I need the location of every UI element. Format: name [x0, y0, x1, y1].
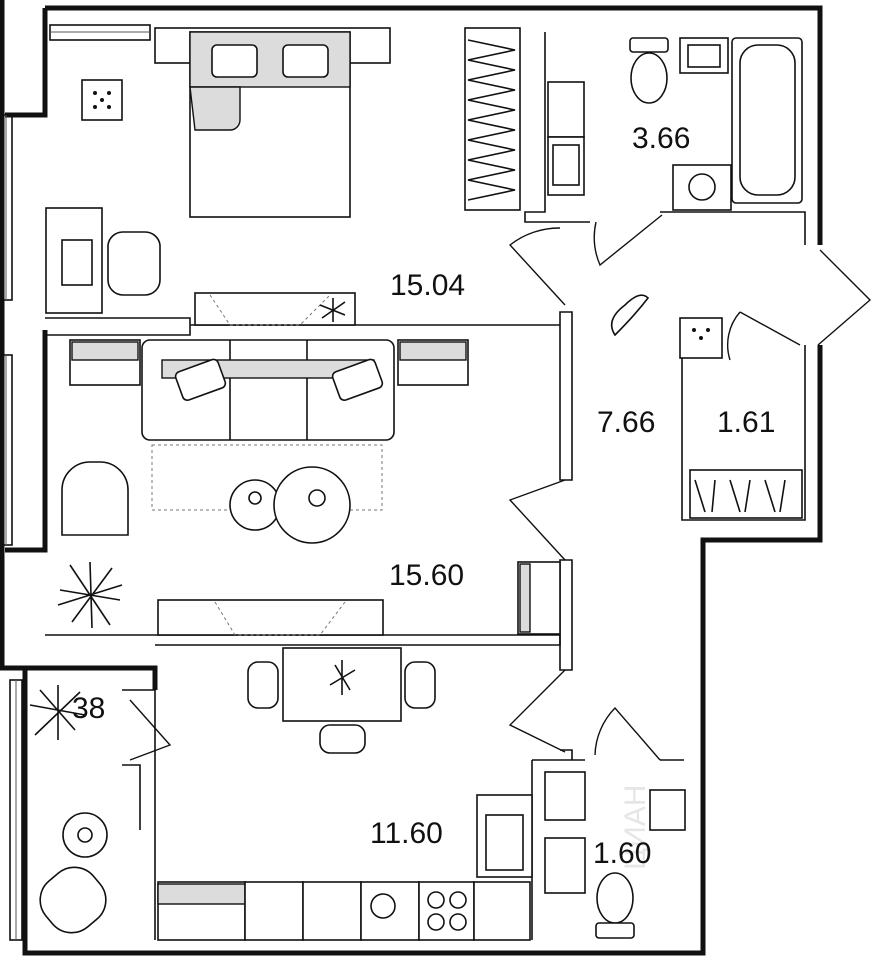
area-label-kitchen: 11.60	[370, 817, 443, 850]
area-label-balcony: 38	[72, 692, 105, 725]
pillow	[211, 44, 258, 78]
bedroom-furniture	[45, 24, 521, 326]
living-room-furniture	[57, 339, 561, 636]
washing-machine	[672, 164, 732, 211]
fridge	[244, 881, 304, 941]
round-table	[62, 812, 108, 858]
stove	[418, 881, 475, 941]
office-chair	[107, 231, 161, 296]
plant-icon	[29, 685, 86, 740]
room-labels: 15.04 3.66 7.66 1.61 15.60 38 11.60 1.60	[72, 122, 775, 870]
toilet-bowl	[630, 52, 668, 104]
plant-icon	[57, 561, 123, 629]
sink	[360, 881, 420, 941]
lounge-chair	[39, 866, 107, 934]
plant-icon	[329, 660, 356, 695]
dog-icon	[610, 294, 650, 337]
chair	[404, 661, 436, 709]
toilet-bowl	[596, 872, 634, 924]
kitchen-furniture	[157, 647, 533, 941]
area-label-hallway: 7.66	[597, 406, 655, 439]
area-label-toilet: 1.60	[593, 837, 651, 870]
coffee-table	[229, 479, 281, 531]
exterior-walls	[0, 0, 823, 956]
tv-unit	[157, 599, 384, 636]
pillow	[282, 44, 329, 78]
armchair	[61, 461, 129, 536]
doors	[129, 214, 872, 761]
storage-shelf	[689, 469, 803, 519]
area-label-bedroom: 15.04	[390, 269, 465, 302]
toilet-furniture	[544, 771, 686, 939]
area-label-living-room: 15.60	[389, 559, 464, 592]
hallway-furniture	[610, 294, 803, 519]
bathroom-furniture	[547, 37, 803, 211]
balcony-furniture	[29, 685, 108, 934]
chair	[247, 661, 279, 709]
plant-icon	[319, 298, 346, 322]
area-label-storage: 1.61	[717, 406, 775, 439]
sink	[649, 789, 686, 831]
chair	[319, 724, 366, 754]
area-label-bathroom: 3.66	[632, 122, 690, 155]
watermark-text: ЦИАН	[619, 785, 652, 870]
